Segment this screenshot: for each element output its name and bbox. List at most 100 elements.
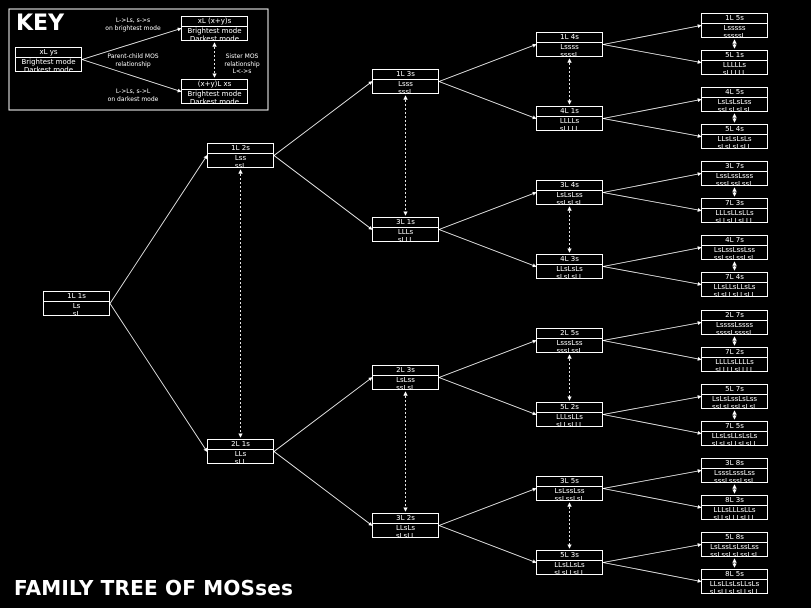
key-edge-bright <box>81 27 182 60</box>
mos-node-7l4s-dark-mode: sLsLLsLLsLL <box>713 291 756 299</box>
key-title: KEY <box>16 11 65 36</box>
mos-node-1l2s-label: 1L 2s <box>208 144 273 154</box>
edge-n3L1s-n3L4s <box>438 191 537 230</box>
mos-node-3l1s-label: 3L 1s <box>373 218 438 228</box>
mos-node-7l3s-bright-mode: LLLsLLsLLs <box>715 209 754 217</box>
mos-node-1l5s-label: 1L 5s <box>702 14 767 24</box>
key-node-bright-bright-mode: Brightest mode <box>187 27 242 35</box>
mos-node-7l4s-bright-mode: LLsLLsLLsLs <box>713 283 756 291</box>
mos-node-5l2s-bright-mode: LLLsLLs <box>556 413 583 421</box>
mos-node-5l1s-label: 5L 1s <box>702 51 767 61</box>
edge-n5L3s-n5L8s <box>602 543 702 563</box>
mos-node-4l3s-dark-mode: sLsLsLL <box>556 273 583 281</box>
mos-node-3l7s-bright-mode: LssLssLsss <box>715 172 754 180</box>
edge-n1L3s-n4L1s <box>438 81 537 120</box>
mos-node-3l2s-label: 3L 2s <box>373 514 438 524</box>
edge-n4L1s-n4L5s <box>602 98 702 119</box>
mos-node-8l3s-bright-mode: LLLsLLLsLLs <box>713 506 756 514</box>
mos-node-3l8s-dark-mode: sssLsssLssL <box>714 477 755 485</box>
mos-node-1l3s-dark-mode: sssL <box>398 88 413 96</box>
mos-node-5l1s-dark-mode: sLLLLL <box>722 69 747 77</box>
key-node-dark-bright-mode: Brightest mode <box>187 90 242 98</box>
key-node-bright-label: xL (x+y)s <box>182 17 247 27</box>
mos-node-4l7s-dark-mode: ssLssLssLsL <box>713 254 756 262</box>
mos-node-5l7s-label: 5L 7s <box>702 385 767 395</box>
mos-node-3l8s-label: 3L 8s <box>702 459 767 469</box>
edge-n1L1s-n1L2s <box>109 154 208 304</box>
mos-node-4l5s-dark-mode: ssLsLsLsL <box>717 106 752 114</box>
mos-node-2l5s-bright-mode: LsssLss <box>556 339 583 347</box>
key-node-dark-label: (x+y)L xs <box>182 80 247 90</box>
mos-node-5l8s-label: 5L 8s <box>702 533 767 543</box>
key-node-generic-dark-mode: Darkest mode <box>23 66 74 74</box>
edge-n2L3s-n2L5s <box>438 339 537 378</box>
mos-node-8l5s-bright-mode: LLsLLsLsLLsLs <box>709 580 760 588</box>
mos-node-4l7s-bright-mode: LsLssLssLss <box>713 246 756 254</box>
key-node-generic-bright-mode: Brightest mode <box>21 58 76 66</box>
mos-node-1l1s-label: 1L 1s <box>44 292 109 302</box>
edge-n3L2s-n5L3s <box>438 525 537 564</box>
edge-n3L4s-n7L3s <box>602 192 702 212</box>
mos-node-1l4s-dark-mode: ssssL <box>560 51 579 59</box>
mos-node-4l5s-bright-mode: LsLsLsLss <box>717 98 752 106</box>
edge-n5L2s-n7L5s <box>602 414 702 435</box>
mos-node-5l7s-bright-mode: LsLsLssLsLss <box>711 395 758 403</box>
edge-n4L3s-n4L7s <box>602 246 702 267</box>
mos-node-2l7s-bright-mode: LssssLssss <box>716 321 753 329</box>
mos-node-7l2s-bright-mode: LLLLsLLLLs <box>715 358 754 366</box>
mos-node-4l1s-label: 4L 1s <box>537 107 602 117</box>
mos-node-2l1s-label: 2L 1s <box>208 440 273 450</box>
mos-node-5l4s-dark-mode: sLsLsLsLL <box>717 143 752 151</box>
mos-node-5l3s-label: 5L 3s <box>537 551 602 561</box>
mos-node-3l5s-dark-mode: ssLssLsL <box>554 495 585 503</box>
mos-node-3l7s-dark-mode: sssLssLssL <box>715 180 754 188</box>
mos-node-5l8s-bright-mode: LsLssLsLssLss <box>710 543 759 551</box>
mos-node-8l3s-label: 8L 3s <box>702 496 767 506</box>
edge-n2L3s-n5L2s <box>438 377 537 416</box>
mos-node-3l7s-label: 3L 7s <box>702 162 767 172</box>
key-note-bright: L->Ls, s->s on brightest mode <box>105 17 161 32</box>
mos-node-7l2s-label: 7L 2s <box>702 348 767 358</box>
mos-node-3l4s-dark-mode: ssLsLsL <box>556 199 583 207</box>
mos-node-8l5s-dark-mode: sLsLLsLsLLsLL <box>709 588 760 596</box>
mos-node-3l5s-label: 3L 5s <box>537 477 602 487</box>
mos-node-7l5s-bright-mode: LLsLsLLsLsLs <box>711 432 758 440</box>
mos-node-5l7s-dark-mode: ssLsLssLsLsL <box>711 403 758 411</box>
mos-node-8l5s-label: 8L 5s <box>702 570 767 580</box>
mos-node-2l5s-label: 2L 5s <box>537 329 602 339</box>
edge-n1L1s-n2L1s <box>109 303 208 453</box>
edge-n4L1s-n5L4s <box>602 118 702 138</box>
mos-node-5l2s-label: 5L 2s <box>537 403 602 413</box>
edge-n3L1s-n4L3s <box>438 229 537 268</box>
edge-n2L1s-n2L3s <box>273 377 373 452</box>
mos-node-4l7s-label: 4L 7s <box>702 236 767 246</box>
edge-n1L2s-n3L1s <box>273 155 373 230</box>
edge-n2L5s-n7L2s <box>602 340 702 361</box>
edge-n1L2s-n1L3s <box>273 81 373 156</box>
mos-node-2l3s-dark-mode: ssLsL <box>396 384 415 392</box>
mos-node-5l8s-dark-mode: ssLssLsLssLsL <box>710 551 759 559</box>
edge-n1L3s-n1L4s <box>438 43 537 82</box>
edge-n4L3s-n7L4s <box>602 266 702 286</box>
mos-node-1l2s-bright-mode: Lss <box>234 154 247 162</box>
edge-n2L1s-n3L2s <box>273 451 373 526</box>
